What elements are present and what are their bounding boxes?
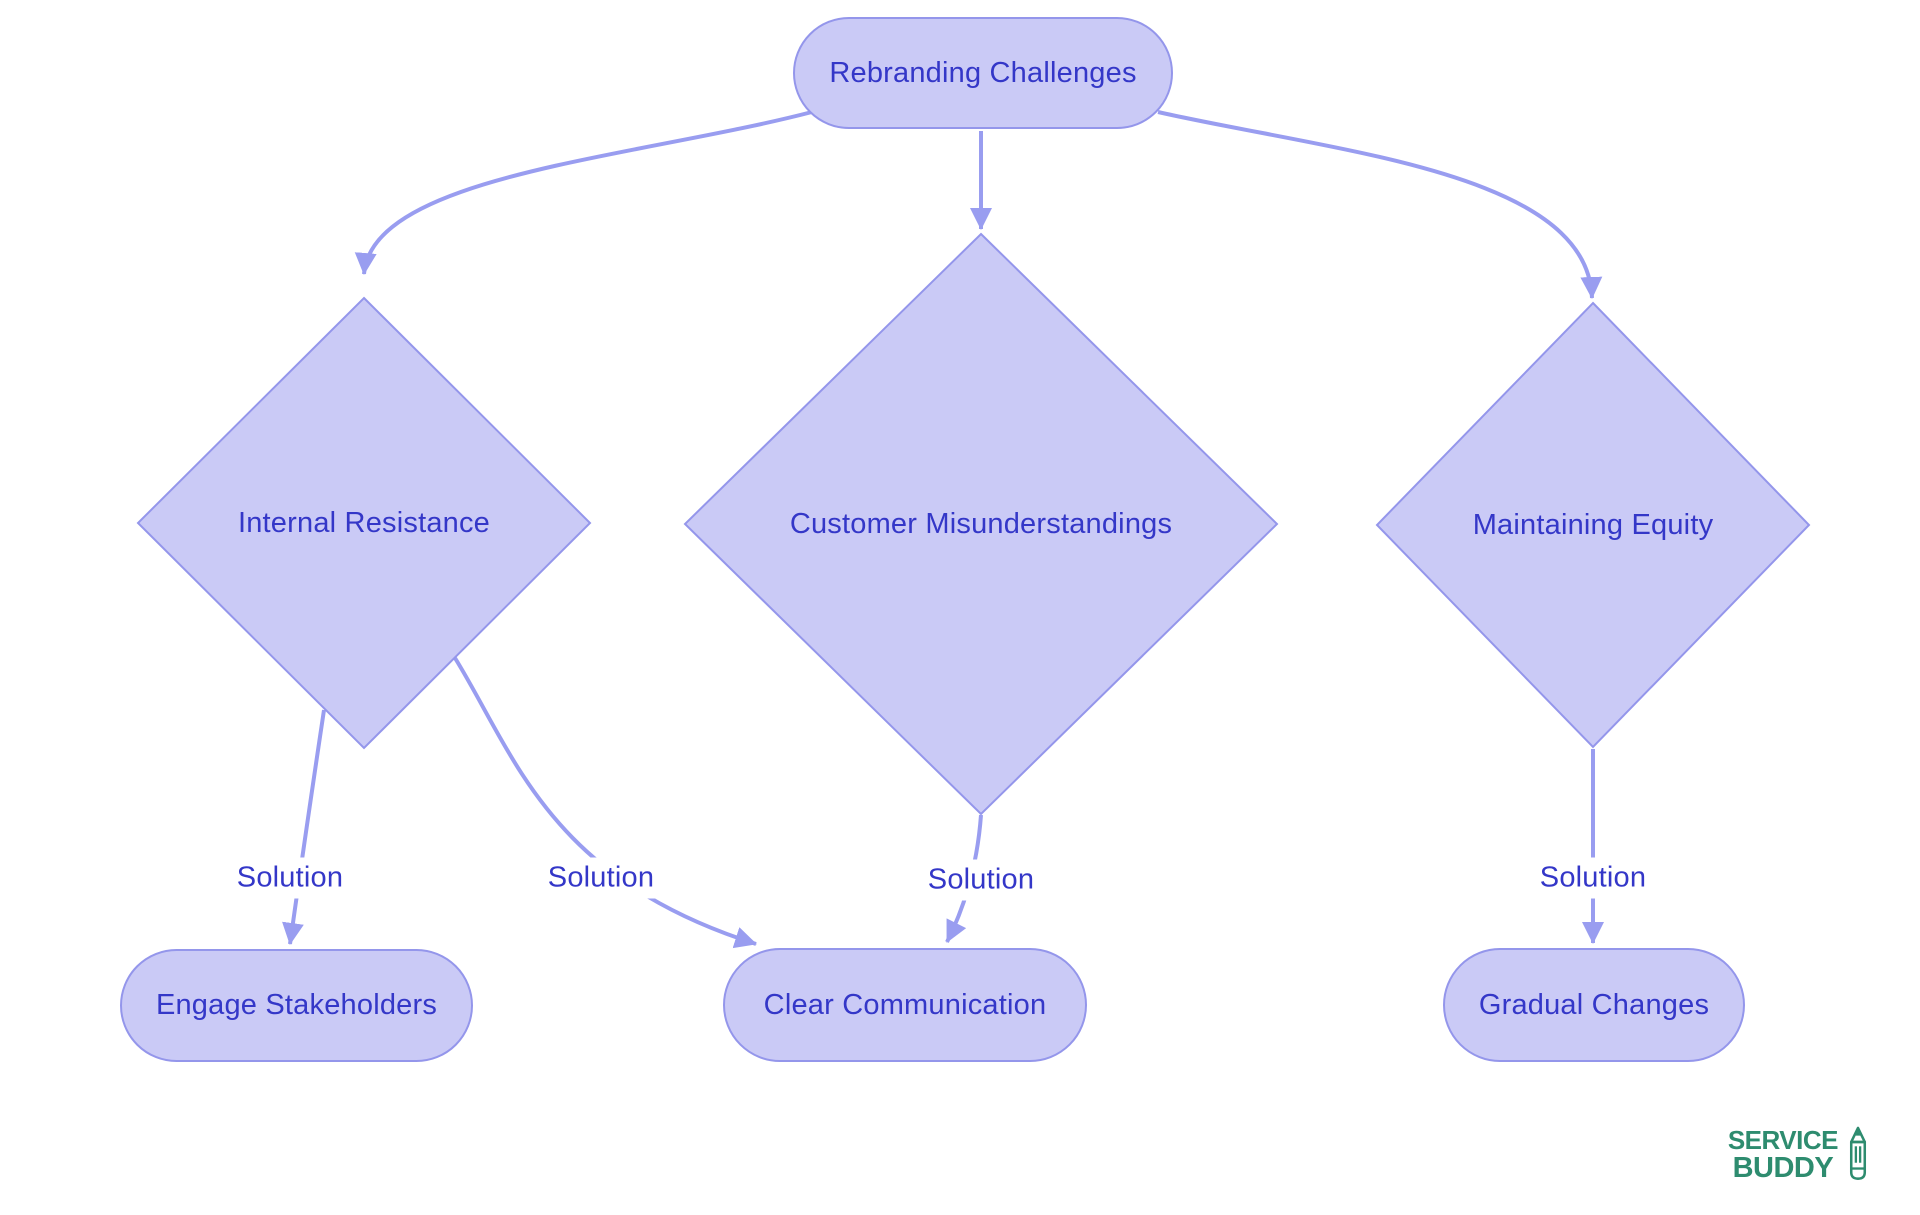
edge-root-to-maintaining-equity bbox=[1157, 110, 1603, 299]
logo-line2: BUDDY bbox=[1732, 1152, 1834, 1184]
pencil-icon bbox=[1849, 1126, 1867, 1180]
label-customer-misunderstandings: Customer Misunderstandings bbox=[789, 507, 1173, 540]
node-rebranding-challenges: Rebranding Challenges bbox=[793, 17, 1173, 129]
diamond-customer-misunderstandings bbox=[683, 232, 1279, 816]
label-maintaining-equity: Maintaining Equity bbox=[1472, 508, 1714, 541]
edge-root-to-internal-resistance bbox=[354, 110, 813, 275]
logo-line1: SERVICE bbox=[1727, 1125, 1839, 1155]
service-buddy-logo: SERVICE BUDDY bbox=[1728, 1126, 1870, 1184]
node-engage-stakeholders: Engage Stakeholders bbox=[120, 949, 473, 1062]
edge-label-solution-4: Solution bbox=[1527, 857, 1659, 899]
diamond-maintaining-equity bbox=[1375, 301, 1811, 749]
edge-label-solution-3: Solution bbox=[915, 859, 1047, 901]
edge-internal-resistance-to-clear-communication bbox=[453, 656, 757, 949]
node-gradual-changes: Gradual Changes bbox=[1443, 948, 1745, 1062]
diamond-internal-resistance bbox=[136, 296, 592, 750]
logo-wordmark: SERVICE BUDDY bbox=[1727, 1125, 1839, 1184]
node-clear-communication: Clear Communication bbox=[723, 948, 1087, 1062]
edge-internal-resistance-to-engage-stakeholders bbox=[282, 709, 326, 945]
edge-label-solution-1: Solution bbox=[224, 857, 356, 899]
label-internal-resistance: Internal Resistance bbox=[237, 506, 491, 539]
edge-label-solution-2: Solution bbox=[535, 857, 667, 899]
